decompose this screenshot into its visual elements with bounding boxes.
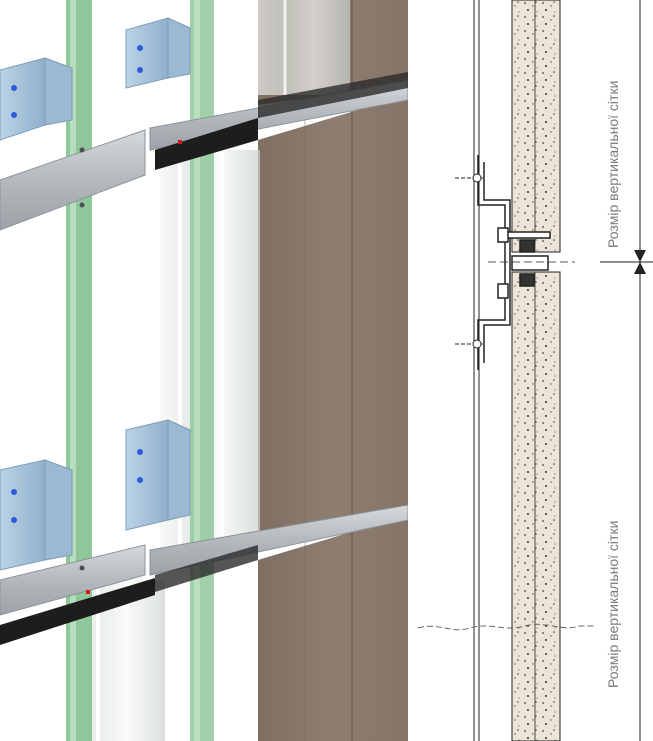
concrete-panels bbox=[511, 0, 561, 741]
facade-render bbox=[0, 0, 408, 741]
dimension-label-bottom: Розмір вертикальної сітки bbox=[605, 520, 621, 688]
anchors bbox=[455, 173, 485, 349]
dimension-label-top: Розмір вертикальної сітки bbox=[605, 80, 621, 248]
wall-lines bbox=[473, 0, 480, 741]
gaskets bbox=[0, 72, 408, 645]
dimension-lines bbox=[600, 0, 653, 741]
section-drawing bbox=[417, 0, 653, 741]
bracket-profile bbox=[477, 155, 551, 370]
break-line bbox=[417, 623, 595, 631]
wall-brackets bbox=[0, 17, 191, 571]
